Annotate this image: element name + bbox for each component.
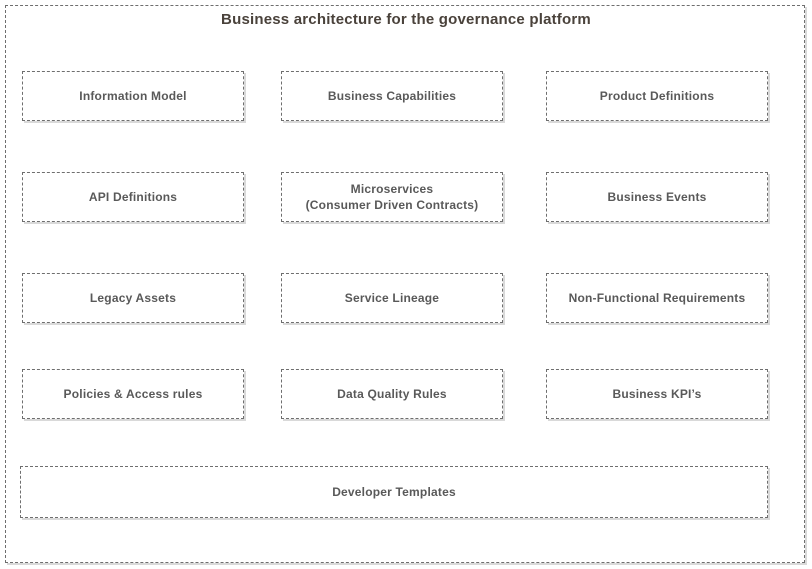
box-label: Business Events	[607, 189, 707, 204]
box-label: API Definitions	[88, 189, 178, 204]
box-product-definitions: Product Definitions	[546, 71, 768, 121]
box-developer-templates: Developer Templates	[20, 466, 768, 518]
box-label: Non-Functional Requirements	[568, 290, 746, 305]
box-label: Policies & Access rules	[63, 386, 203, 401]
diagram-title: Business architecture for the governance…	[221, 11, 591, 28]
box-non-functional-requirements: Non-Functional Requirements	[546, 273, 768, 323]
box-business-events: Business Events	[546, 172, 768, 222]
box-policies-access-rules: Policies & Access rules	[22, 369, 244, 419]
box-business-kpis: Business KPI’s	[546, 369, 768, 419]
box-label: Data Quality Rules	[337, 386, 447, 401]
box-information-model: Information Model	[22, 71, 244, 121]
box-label: Product Definitions	[599, 88, 715, 103]
box-business-capabilities: Business Capabilities	[281, 71, 503, 121]
box-service-lineage: Service Lineage	[281, 273, 503, 323]
box-label: Business KPI’s	[612, 386, 702, 401]
box-label: Information Model	[79, 88, 187, 103]
box-legacy-assets: Legacy Assets	[22, 273, 244, 323]
box-microservices: Microservices (Consumer Driven Contracts…	[281, 172, 503, 222]
box-label: Microservices (Consumer Driven Contracts…	[305, 181, 479, 212]
box-label: Developer Templates	[332, 484, 456, 499]
box-label: Legacy Assets	[89, 290, 177, 305]
box-api-definitions: API Definitions	[22, 172, 244, 222]
box-data-quality-rules: Data Quality Rules	[281, 369, 503, 419]
box-label: Business Capabilities	[327, 88, 457, 103]
box-label: Service Lineage	[344, 290, 440, 305]
